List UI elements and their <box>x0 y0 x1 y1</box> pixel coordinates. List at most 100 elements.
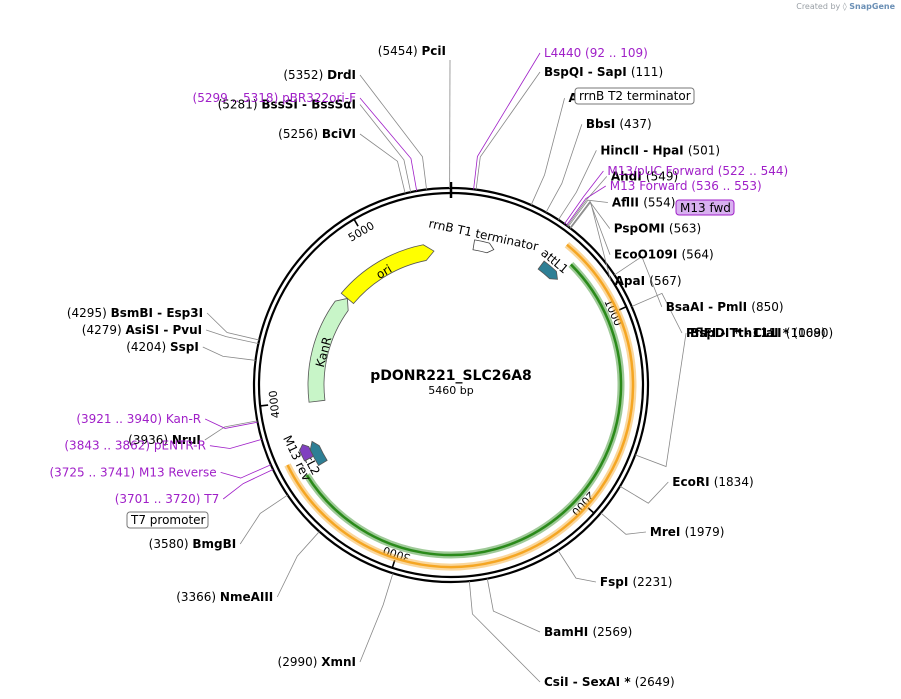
site-position: (4204) <box>126 340 170 354</box>
site-label-text: (5454) PciI <box>378 44 446 58</box>
site-position: (437) <box>619 117 651 131</box>
site-leader-line <box>239 494 288 545</box>
site-label-text: BsaAI - PmlI (850) <box>666 300 784 314</box>
m13-fwd-label: M13 fwd <box>680 201 731 215</box>
site-leader-line <box>202 346 256 361</box>
site-label-text: BspDI * - ClaI * (1680) <box>690 326 833 340</box>
site-label-text: ApaI (567) <box>615 274 682 288</box>
site-leader-line <box>614 255 663 308</box>
site-label-text: (3580) BmgBI <box>149 537 237 551</box>
site-name: PflFI - Tth111I <box>686 326 786 340</box>
site-leader-line <box>222 469 274 500</box>
primer-name: pBR322ori-F <box>282 91 356 105</box>
site-name: SspI <box>170 340 199 354</box>
plasmid-size: 5460 bp <box>428 384 473 397</box>
site-label-text: (5352) DrdI <box>283 68 356 82</box>
tick-mark <box>391 559 396 569</box>
site-leader-line <box>631 292 683 334</box>
feature-rrnb-t1-terminator <box>472 239 495 254</box>
site-leader-line <box>220 464 272 479</box>
site-position: (549) <box>646 169 678 183</box>
site-leader-line <box>600 512 646 535</box>
insert-arc <box>286 243 635 569</box>
site-label-text: (5281) BssSI - BssSαI <box>218 98 356 112</box>
site-position: (3580) <box>149 537 193 551</box>
site-leader-line <box>206 312 260 341</box>
site-label-text: MreI (1979) <box>650 525 725 539</box>
site-position: (5352) <box>283 68 327 82</box>
site-leader-line <box>530 97 565 206</box>
site-label-text: L4440 (92 .. 109) <box>544 46 648 60</box>
plasmid-name: pDONR221_SLC26A8 <box>370 368 532 384</box>
watermark-brand: SnapGene <box>849 2 895 11</box>
site-position: (1009) <box>786 326 826 340</box>
site-leader-lines <box>202 52 687 683</box>
site-name: PciI <box>422 44 447 58</box>
tick-label: 4000 <box>267 390 283 419</box>
site-name: AsiSI - PvuI <box>126 323 203 337</box>
site-name: BciVI <box>322 127 356 141</box>
site-name: EcoO109I <box>614 248 681 262</box>
site-leader-line <box>545 124 583 213</box>
site-name: NruI <box>172 433 201 447</box>
insert-arc <box>305 263 623 557</box>
site-label-text: (4295) BsmBI - Esp3I <box>67 306 203 320</box>
site-label-text: (3921 .. 3940) Kan-R <box>76 412 201 426</box>
rrnb-t2-label: rrnB T2 terminator <box>579 89 691 103</box>
insert-arcs <box>284 241 637 571</box>
site-leader-line <box>359 104 412 193</box>
site-name: BbsI <box>586 117 620 131</box>
site-label-text: AflII (554) <box>612 196 676 210</box>
site-leader-line <box>570 201 612 281</box>
site-label-text: (4279) AsiSI - PvuI <box>82 323 202 337</box>
primer-range: (5299 .. 5318) <box>193 91 283 105</box>
site-position: (5454) <box>378 44 422 58</box>
site-leader-line <box>359 97 418 192</box>
site-position: (2569) <box>592 625 632 639</box>
tick-mark <box>587 507 595 514</box>
site-leader-line <box>206 329 259 344</box>
site-leader-line <box>204 418 258 429</box>
site-label-text: AhdI (549) <box>611 169 678 183</box>
site-leader-line <box>359 133 406 194</box>
feature-m13-rev <box>299 443 314 462</box>
site-label-text: (5256) BciVI <box>278 127 356 141</box>
site-position: (3936) <box>128 433 172 447</box>
site-position: (3366) <box>176 590 220 604</box>
snapgene-logo-icon: ◊ <box>842 2 847 11</box>
feature-box-t7-promoter: T7 promoter <box>126 511 209 529</box>
site-leader-line <box>468 581 541 683</box>
feature-box-m13-fwd: M13 fwd <box>675 199 735 216</box>
site-position: (564) <box>681 248 713 262</box>
primer-name: L4440 <box>544 46 585 60</box>
site-label-text: (3843 .. 3862) pENTR-R <box>64 439 206 453</box>
watermark-prefix: Created by <box>796 2 841 11</box>
primer-name: pENTR-R <box>154 439 206 453</box>
primer-range: (3843 .. 3862) <box>64 439 154 453</box>
site-name: EcoRI <box>672 475 713 489</box>
site-position: (2990) <box>278 655 322 669</box>
feature-kanr <box>307 297 349 403</box>
site-leader-line <box>209 438 262 449</box>
primer-range: (92 .. 109) <box>585 46 648 60</box>
tick-label: 5000 <box>346 219 377 244</box>
site-label-text: (4204) SspI <box>126 340 199 354</box>
site-position: (2649) <box>635 675 675 689</box>
site-leader-line <box>475 71 541 190</box>
site-position: (1680) <box>793 326 833 340</box>
feature-label: ori <box>374 262 395 282</box>
plasmid-backbone <box>252 182 650 584</box>
site-label-text: (5299 .. 5318) pBR322ori-F <box>193 91 357 105</box>
site-leader-line <box>567 176 608 227</box>
primer-range: (522 .. 544) <box>718 164 788 178</box>
site-label-text: BspQI - SapI (111) <box>544 65 663 79</box>
site-position: (563) <box>669 222 701 236</box>
site-leader-line <box>619 481 669 504</box>
site-name: BsaAI - PmlI <box>666 300 752 314</box>
site-position: (5256) <box>278 127 322 141</box>
primer-name: M13/pUC Forward <box>607 164 717 178</box>
tick-mark <box>618 305 627 311</box>
site-position: (501) <box>688 143 720 157</box>
